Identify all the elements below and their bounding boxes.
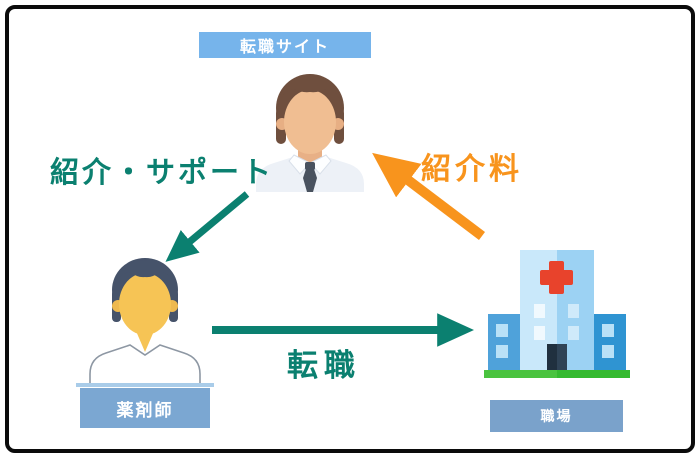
edge-label-referral-fee: 紹介料 xyxy=(421,153,523,186)
pharmacist-avatar-icon xyxy=(76,250,214,387)
businessman-avatar-icon xyxy=(248,62,372,192)
edge-label-job-change: 転職 xyxy=(287,348,361,383)
edge-label-support: 紹介・サポート xyxy=(50,157,275,189)
hospital-icon xyxy=(482,248,632,380)
node-label-workplace: 職場 xyxy=(490,400,623,432)
node-label-job-site: 転職サイト xyxy=(199,32,371,58)
node-label-pharmacist: 薬剤師 xyxy=(80,388,210,428)
support-arrow xyxy=(165,191,250,262)
